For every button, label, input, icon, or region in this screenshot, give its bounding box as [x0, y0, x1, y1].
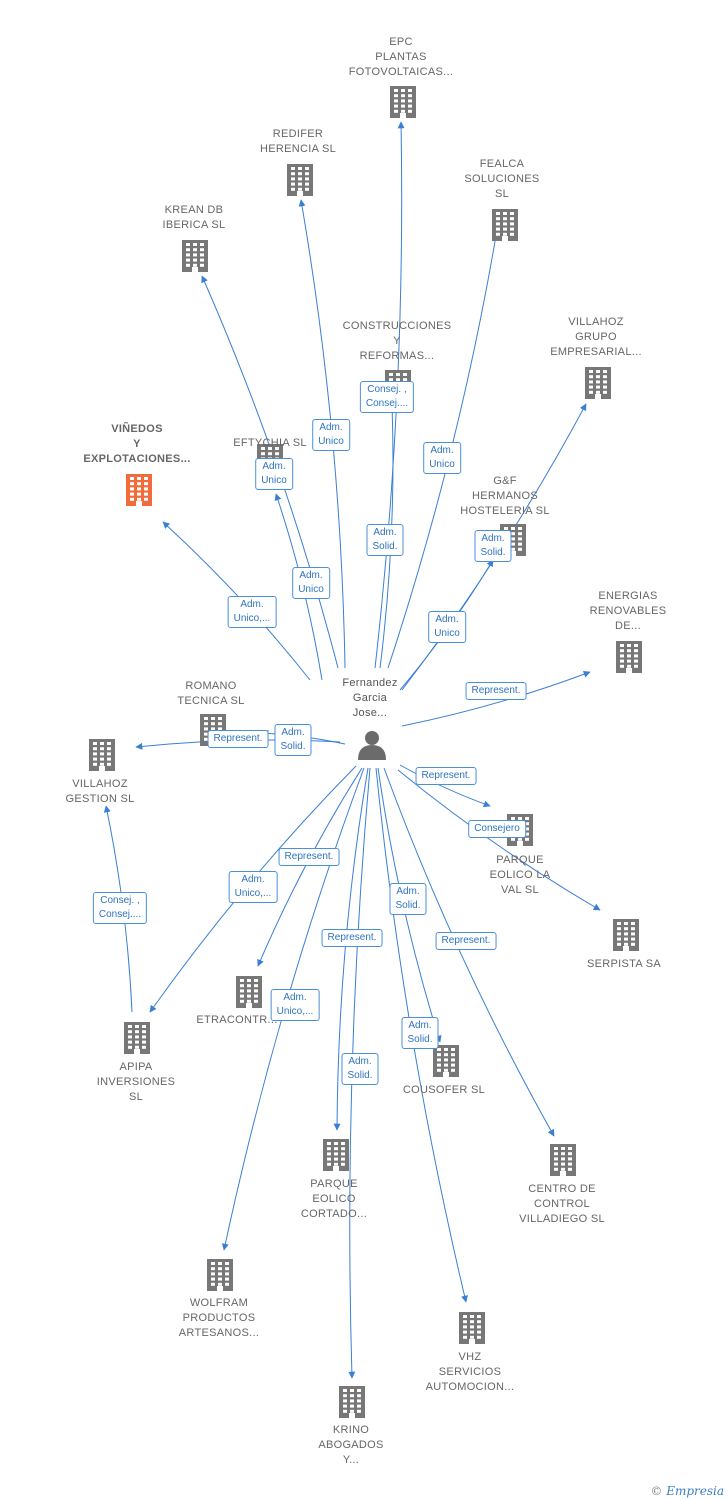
edge-label-eftychia[interactable]: Adm. Unico [292, 567, 330, 599]
villahoz_gestion-building-icon[interactable] [89, 739, 115, 771]
node-label-apipa[interactable]: APIPA INVERSIONES SL [96, 1061, 176, 1103]
apipa-building-icon[interactable] [124, 1022, 150, 1054]
center-person-label[interactable]: Fernandez Garcia Jose... [342, 677, 398, 719]
serpista-building-icon[interactable] [613, 919, 639, 951]
etracontrol-building-icon[interactable] [236, 976, 262, 1008]
edge-label-cousofer[interactable]: Adm. Solid. [389, 883, 427, 915]
edge-label-parque_cortado[interactable]: Represent. [321, 929, 383, 947]
node-label-redifer[interactable]: REDIFER HERENCIA SL [259, 128, 337, 155]
node-label-vinedos[interactable]: VIÑEDOS Y EXPLOTACIONES... [83, 423, 191, 465]
energias-building-icon[interactable] [616, 641, 642, 673]
epc-building-icon[interactable] [390, 86, 416, 118]
edge-label-krean[interactable]: Adm. Unico [255, 458, 293, 490]
edge-label-apipa[interactable]: Adm. Unico,... [228, 871, 278, 903]
edge-label-villahoz_gestion[interactable]: Consej. , Consej.... [92, 892, 148, 924]
node-label-serpista[interactable]: SERPISTA SA [586, 958, 661, 970]
krean-building-icon[interactable] [182, 240, 208, 272]
node-label-villahoz_gestion[interactable]: VILLAHOZ GESTION SL [65, 778, 135, 805]
fealca-building-icon[interactable] [492, 209, 518, 241]
wolfram-building-icon[interactable] [207, 1259, 233, 1291]
edge-person-parque_val [399, 764, 491, 808]
centro-building-icon[interactable] [550, 1144, 576, 1176]
node-label-etracontrol[interactable]: ETRACONTR... [196, 1014, 278, 1026]
icons-layer [89, 86, 642, 1418]
edge-label-redifer[interactable]: Adm. Unico [312, 419, 350, 451]
vinedos-building-icon[interactable] [126, 474, 152, 506]
node-label-construcciones[interactable]: CONSTRUCCIONES Y REFORMAS... [342, 320, 452, 362]
edge-label-serpista[interactable]: Consejero [468, 820, 526, 838]
brand-name: Empresia [666, 1484, 724, 1498]
node-label-krino[interactable]: KRINO ABOGADOS Y... [318, 1424, 384, 1466]
node-label-fealca[interactable]: FEALCA SOLUCIONES SL [464, 158, 540, 200]
node-label-parque_cortado[interactable]: PARQUE EOLICO CORTADO... [300, 1178, 368, 1220]
edge-label-fealca[interactable]: Adm. Unico [423, 442, 461, 474]
edge-label-etracontrol[interactable]: Represent. [278, 848, 340, 866]
redifer-building-icon[interactable] [287, 164, 313, 196]
edge-label-villahoz_gestion[interactable]: Represent. [207, 730, 269, 748]
node-label-vhz[interactable]: VHZ SERVICIOS AUTOMOCION... [425, 1351, 515, 1393]
edge-label-epc[interactable]: Consej. , Consej.... [359, 381, 415, 413]
edge-label-energias[interactable]: Represent. [465, 682, 527, 700]
copyright-symbol: © [650, 1484, 663, 1498]
vhz-building-icon[interactable] [459, 1312, 485, 1344]
edge-label-gf[interactable]: Adm. Unico [428, 611, 466, 643]
node-label-cousofer[interactable]: COUSOFER SL [402, 1084, 486, 1096]
node-label-wolfram[interactable]: WOLFRAM PRODUCTOS ARTESANOS... [178, 1297, 260, 1339]
krino-building-icon[interactable] [339, 1386, 365, 1418]
edge-person-energias [401, 670, 591, 727]
edge-label-construcciones[interactable]: Adm. Solid. [366, 524, 404, 556]
node-label-eftychia[interactable]: EFTYCHIA SL [233, 437, 307, 449]
cousofer-building-icon[interactable] [433, 1045, 459, 1077]
edge-label-villahoz_grupo[interactable]: Adm. Solid. [474, 530, 512, 562]
edge-label-vinedos[interactable]: Adm. Unico,... [227, 596, 277, 628]
edge-person-centro [383, 767, 555, 1137]
edge-person-parque_cortado [333, 767, 369, 1131]
node-label-epc[interactable]: EPC PLANTAS FOTOVOLTAICAS... [348, 36, 454, 78]
node-label-parque_val[interactable]: PARQUE EOLICO LA VAL SL [489, 854, 551, 896]
node-label-villahoz_grupo[interactable]: VILLAHOZ GRUPO EMPRESARIAL... [550, 316, 642, 358]
parque_cortado-building-icon[interactable] [323, 1139, 349, 1171]
edge-label-romano[interactable]: Adm. Solid. [274, 724, 312, 756]
person-icon[interactable] [358, 731, 386, 760]
edge-label-vhz[interactable]: Adm. Solid. [401, 1017, 439, 1049]
node-label-romano[interactable]: ROMANO TECNICA SL [177, 680, 245, 707]
villahoz_grupo-building-icon[interactable] [585, 367, 611, 399]
node-label-gf[interactable]: G&F HERMANOS HOSTELERIA SL [460, 475, 550, 517]
watermark: © Empresia [650, 1484, 724, 1498]
node-label-energias[interactable]: ENERGIAS RENOVABLES DE... [589, 590, 667, 632]
edge-label-krino[interactable]: Adm. Solid. [341, 1053, 379, 1085]
node-label-krean[interactable]: KREAN DB IBERICA SL [162, 204, 226, 231]
edge-person-serpista [397, 769, 601, 911]
edge-label-wolfram[interactable]: Adm. Unico,... [270, 989, 320, 1021]
edge-label-centro[interactable]: Represent. [435, 932, 497, 950]
node-label-centro[interactable]: CENTRO DE CONTROL VILLADIEGO SL [519, 1183, 605, 1225]
edge-label-parque_val[interactable]: Represent. [415, 767, 477, 785]
